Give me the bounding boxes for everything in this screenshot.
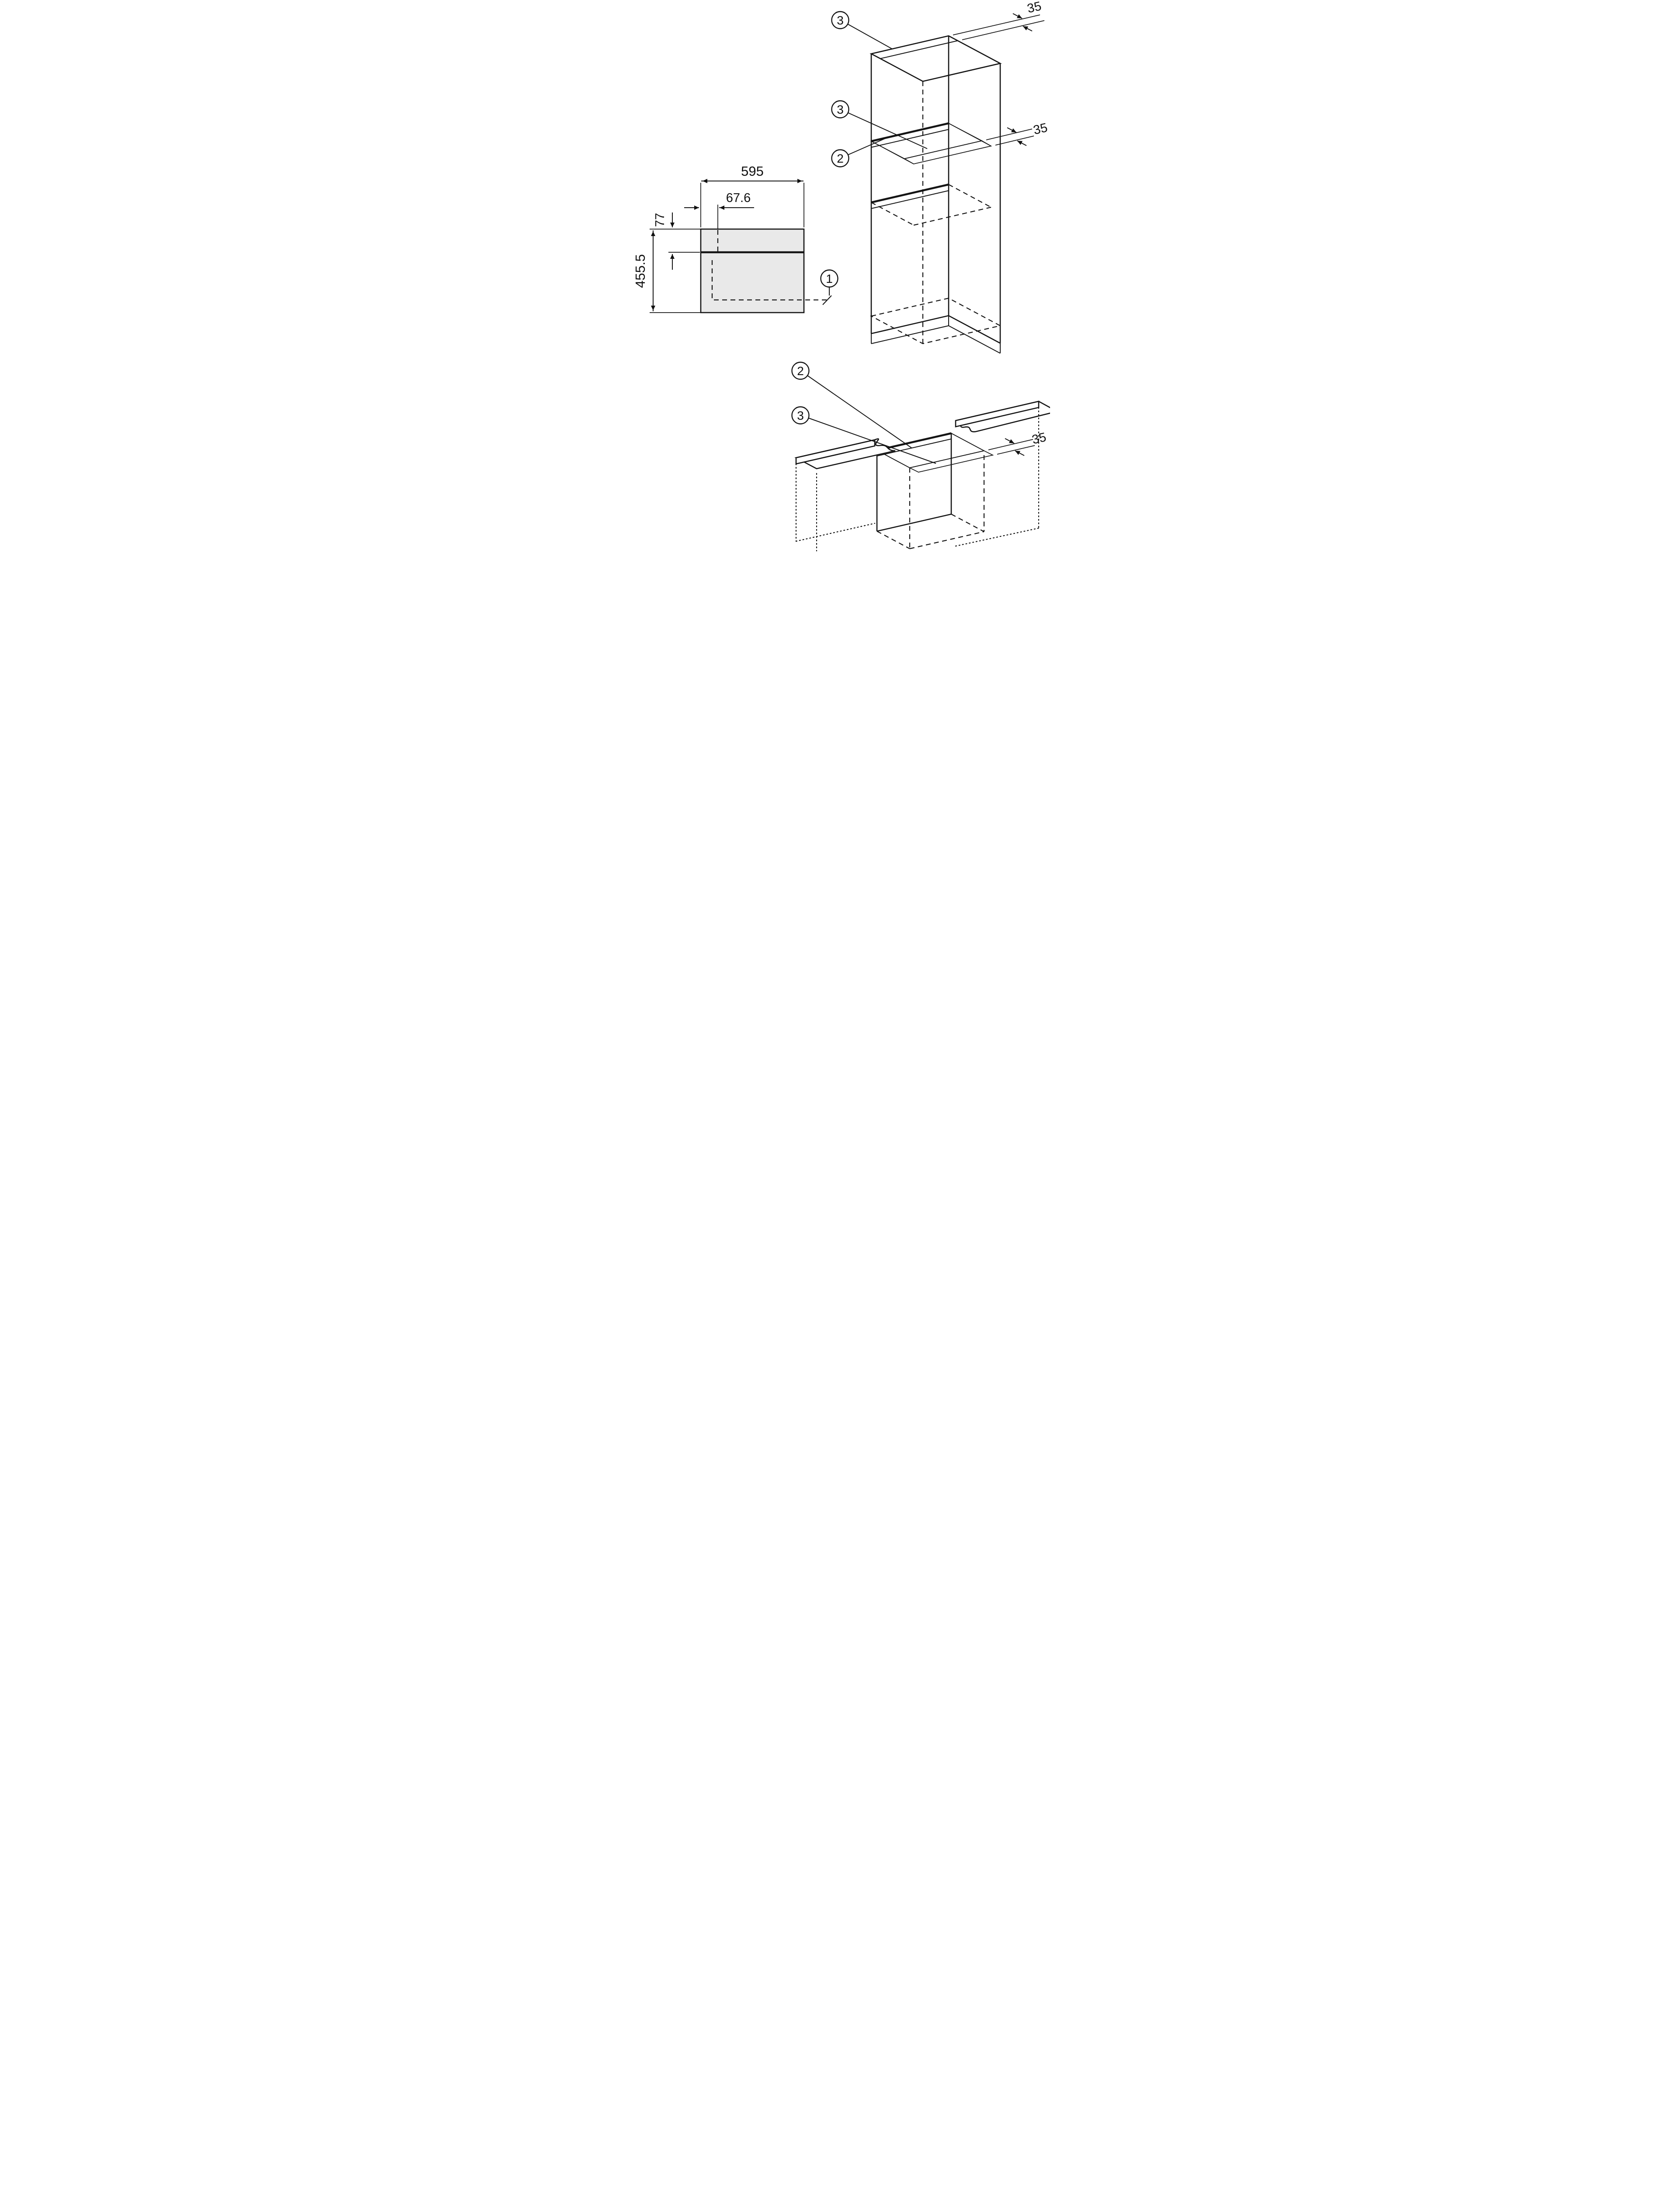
shelf-vent-gap-dimension-label: 35 [1032,121,1049,137]
left-counter [794,438,896,470]
height-dimension-label: 455.5 [633,254,648,288]
callout-2-label: 2 [837,152,844,165]
cabinet-bodies [795,407,1040,552]
callout-3-top: 3 [831,11,893,49]
niche-floor-edge [877,513,952,532]
niche [876,433,985,550]
callout-1: 1 [820,269,838,296]
lower-shelf [871,183,991,226]
shelf-front-edge [871,122,949,143]
callout-3-base-leader [808,418,936,464]
callout-3-base-label: 3 [797,409,804,422]
base-unit-diagram: 35 2 3 [791,362,1050,552]
dimension-shelf-gap: 35 [986,119,1050,146]
cutout-offset-dimension-label: 67.6 [726,191,751,205]
niche-shelf [870,122,992,164]
dimension-panel-height: 77 [650,211,701,270]
cabinet-outline [870,36,1001,344]
top-vent-gap-dimension-label: 35 [1026,0,1043,16]
callout-3-shelf-leader [848,112,928,149]
callout-3-shelf: 3 [831,100,928,149]
dimension-cutout-offset: 67.6 [684,190,754,229]
base-shelf-front-edge [877,432,952,452]
callout-2-circle [831,149,849,167]
plinth [871,316,1001,354]
front-view-diagram: 595 67.6 77 455.5 1 [631,162,838,313]
base-vent-hatch [908,450,994,473]
callout-3-top-circle [831,11,849,29]
callout-3-shelf-circle [831,100,849,118]
bottom-shelf-hidden [870,297,1002,345]
callout-2-base-circle [791,362,810,380]
right-counter [955,400,1050,432]
callout-3-top-leader [847,24,893,49]
callout-1-label: 1 [826,272,833,285]
callout-2-base-leader [807,375,912,449]
callout-2-base: 2 [791,362,912,449]
installation-diagram: 595 67.6 77 455.5 1 [631,0,1050,552]
width-dimension-label: 595 [741,164,764,179]
hidden-lines [870,81,1002,345]
cabinet-top-face [870,35,1002,82]
callout-3-base: 3 [791,406,936,464]
panel-height-dimension-label: 77 [653,213,667,227]
callout-3-top-label: 3 [837,14,844,27]
callout-3-shelf-label: 3 [837,103,844,116]
callout-1-circle [820,269,838,288]
hidden-lines [711,230,832,305]
callout-3-base-circle [791,406,810,425]
mains-cable-hidden-line [711,260,828,301]
callout-2-leader [848,137,888,155]
tall-unit-diagram: 35 35 3 3 2 [831,0,1050,354]
cabinet-top [870,35,1002,82]
lower-shelf-front-edge [871,183,949,204]
dimension-top-gap: 35 [953,0,1045,40]
dimension-height: 455.5 [631,230,701,313]
installation-diagram-page: 595 67.6 77 455.5 1 [630,0,1050,560]
left-counter-edge [795,439,876,465]
callout-2-base-label: 2 [797,364,804,378]
callout-2-shelf: 2 [831,137,888,167]
niche-shelf [876,432,994,473]
top-vent-hatch [870,35,959,59]
cable-end-tick [822,295,832,305]
dimension-width: 595 [700,162,804,227]
